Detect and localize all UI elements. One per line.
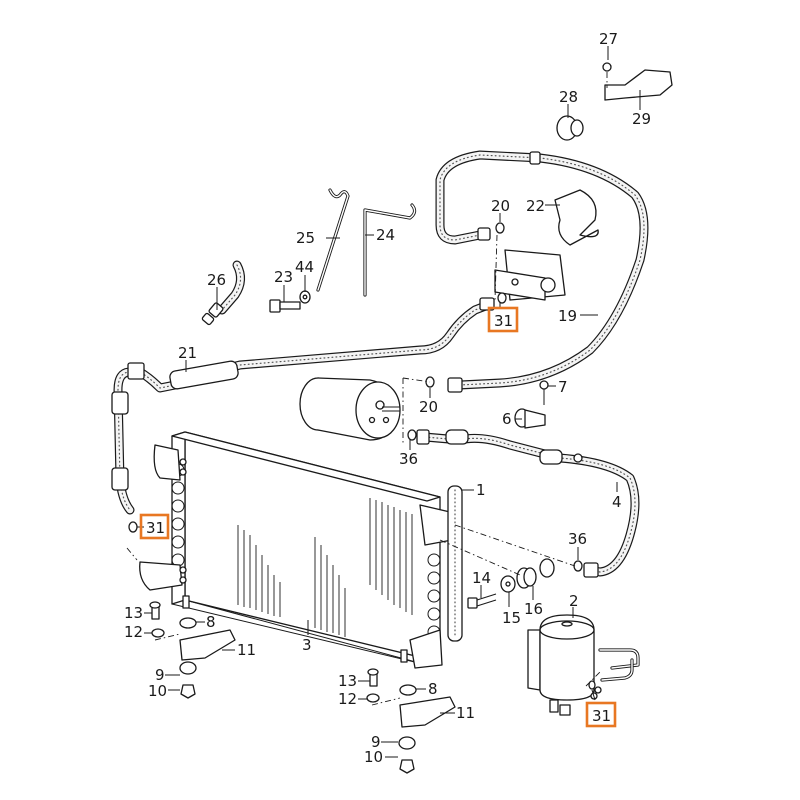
callout-19[interactable]: 19 [558, 307, 577, 325]
seal-ring-31b[interactable] [128, 521, 138, 533]
callout-16[interactable]: 16 [524, 600, 543, 618]
highlight-31-upper[interactable]: 31 [487, 306, 519, 333]
grommet-6[interactable] [514, 408, 546, 429]
clamp-22[interactable] [554, 189, 599, 246]
bracket-29[interactable] [604, 69, 673, 101]
callout-11-right[interactable]: 11 [456, 704, 475, 722]
seal-ring-31a[interactable] [497, 292, 507, 304]
callout-29[interactable]: 29 [632, 110, 651, 128]
callout-4[interactable]: 4 [612, 493, 622, 511]
mount-assembly-right[interactable] [366, 668, 456, 774]
callout-36-right[interactable]: 36 [568, 530, 587, 548]
callout-24[interactable]: 24 [376, 226, 395, 244]
hose-26[interactable] [201, 260, 245, 326]
callout-23[interactable]: 23 [274, 268, 293, 286]
screw-7[interactable] [539, 380, 549, 405]
washer-15[interactable] [500, 575, 516, 593]
highlight-box [487, 306, 519, 333]
callout-25[interactable]: 25 [296, 229, 315, 247]
callout-10-right[interactable]: 10 [364, 748, 383, 766]
compressor[interactable] [299, 377, 401, 441]
tube-1[interactable] [447, 485, 463, 642]
grommet-16[interactable] [516, 558, 555, 589]
callout-3[interactable]: 3 [302, 636, 312, 654]
callout-21[interactable]: 21 [178, 344, 197, 362]
highlight-31-left[interactable]: 31 [139, 513, 170, 540]
callout-31-upper[interactable]: 31 [494, 312, 513, 330]
highlight-31-lower[interactable]: 31 [585, 701, 617, 728]
pipe-24[interactable] [363, 203, 417, 297]
seal-ring-36b[interactable] [573, 560, 583, 572]
receiver-drier-2[interactable] [527, 614, 640, 716]
condenser-3[interactable] [139, 431, 453, 669]
callout-44[interactable]: 44 [295, 258, 314, 276]
highlight-box [139, 513, 170, 540]
hose-4[interactable] [416, 429, 640, 578]
callout-22[interactable]: 22 [526, 197, 545, 215]
mount-assembly-left[interactable] [149, 601, 236, 699]
callout-14[interactable]: 14 [472, 569, 491, 587]
callout-13-right[interactable]: 13 [338, 672, 357, 690]
callout-1[interactable]: 1 [476, 481, 486, 499]
highlight-box [585, 701, 617, 728]
callout-13-left[interactable]: 13 [124, 604, 143, 622]
callout-36-left[interactable]: 36 [399, 450, 418, 468]
callout-12-left[interactable]: 12 [124, 623, 143, 641]
callout-31-lower[interactable]: 31 [592, 707, 611, 725]
callout-7[interactable]: 7 [558, 378, 568, 396]
grommet-28[interactable] [556, 115, 584, 141]
callout-27[interactable]: 27 [599, 30, 618, 48]
callout-8-right[interactable]: 8 [428, 680, 438, 698]
callout-15[interactable]: 15 [502, 609, 521, 627]
screw-27[interactable] [602, 62, 612, 88]
callout-8-left[interactable]: 8 [206, 613, 216, 631]
callout-31-left[interactable]: 31 [146, 519, 165, 537]
callout-6[interactable]: 6 [502, 410, 512, 428]
hose-21[interactable] [111, 297, 495, 515]
washer-44[interactable] [299, 290, 311, 304]
callout-12-right[interactable]: 12 [338, 690, 357, 708]
callout-10-left[interactable]: 10 [148, 682, 167, 700]
callout-28[interactable]: 28 [559, 88, 578, 106]
callout-20-upper[interactable]: 20 [491, 197, 510, 215]
pressure-switch-block[interactable] [494, 249, 566, 301]
seal-ring-31c[interactable] [588, 680, 596, 690]
leader-lines [137, 46, 641, 758]
hose-19[interactable] [435, 150, 649, 393]
bolt-14[interactable] [467, 593, 497, 609]
callout-20-lower[interactable]: 20 [419, 398, 438, 416]
callout-11-left[interactable]: 11 [237, 641, 256, 659]
callout-2[interactable]: 2 [569, 592, 579, 610]
callout-26[interactable]: 26 [207, 271, 226, 289]
callout-9-right[interactable]: 9 [371, 733, 381, 751]
pipe-25[interactable] [316, 188, 350, 292]
bolt-23[interactable] [269, 299, 301, 313]
seal-ring-20a[interactable] [495, 222, 505, 234]
seal-ring-36a[interactable] [407, 429, 417, 441]
callout-9-left[interactable]: 9 [155, 666, 165, 684]
